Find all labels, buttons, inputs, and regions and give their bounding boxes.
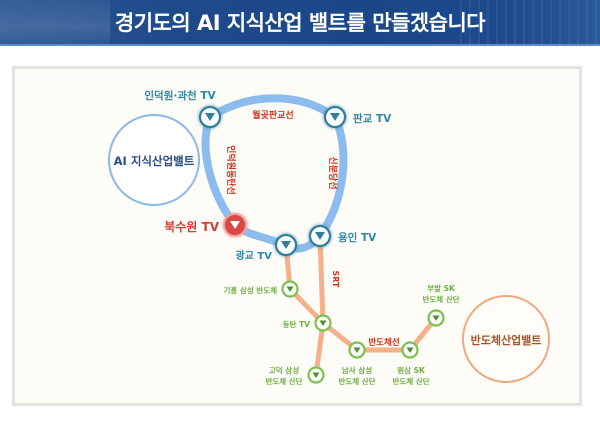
down-triangle-icon: [432, 315, 440, 321]
station-bubal[interactable]: [427, 309, 445, 327]
line-label-bandoche: 반도체선: [368, 337, 399, 348]
down-triangle-icon: [319, 320, 327, 326]
down-triangle-icon: [406, 347, 414, 353]
down-triangle-icon: [286, 286, 294, 292]
station-label-dongtan: 동탄 TV: [283, 319, 311, 329]
station-label-godeok-1: 고덕 삼성: [269, 365, 299, 375]
station-label-pangyo: 판교 TV: [353, 112, 392, 125]
station-label-giheung: 기흥 삼성 반도체: [223, 285, 277, 295]
station-label-namsa-1: 남사 삼성: [342, 365, 372, 375]
station-buksuwon[interactable]: [223, 213, 247, 237]
station-wonsam[interactable]: [401, 341, 419, 359]
line-srt: [317, 233, 326, 326]
station-label-namsa-2: 반도체 산단: [338, 376, 375, 386]
station-yongin[interactable]: [308, 224, 332, 248]
station-label-buksuwon: 북수원 TV: [164, 220, 219, 234]
header-divider: [0, 44, 600, 46]
page-title: 경기도의 AI 지식산업 밸트를 만들겠습니다: [114, 11, 486, 35]
down-triangle-icon: [353, 347, 361, 353]
station-label-wonsam-2: 반도체 산단: [392, 376, 429, 386]
line-label-sinbundang: 신분당선: [327, 156, 339, 189]
down-triangle-icon: [315, 232, 325, 240]
line-dongtan-godeok: [313, 320, 326, 378]
station-namsa[interactable]: [348, 341, 366, 359]
ai-belt-circle: [108, 114, 200, 206]
station-label-wonsam-1: 원삼 SK: [397, 365, 426, 375]
station-pangyo[interactable]: [323, 105, 347, 129]
station-label-bubal-1: 부발 SK: [427, 283, 456, 293]
station-gwanggyo[interactable]: [274, 233, 298, 257]
station-godeok[interactable]: [307, 366, 325, 384]
down-triangle-icon: [205, 113, 215, 121]
station-giheung[interactable]: [281, 280, 299, 298]
down-triangle-icon: [330, 113, 340, 121]
station-label-yongin: 용인 TV: [338, 231, 377, 244]
station-label-gwanggyo: 광교 TV: [236, 250, 273, 262]
semiconductor-belt-label: 반도체산업밸트: [471, 333, 542, 347]
line-label-wolgot-pangyo: 월곶판교선: [252, 109, 293, 121]
header-banner: 경기도의 AI 지식산업 밸트를 만들겠습니다: [0, 0, 600, 46]
semiconductor-belt-circle: [462, 295, 550, 383]
station-label-godeok-2: 반도체 산단: [265, 376, 302, 386]
line-label-indeogwon-dongtan: 인덕원동탄선: [225, 145, 237, 195]
down-triangle-icon: [230, 221, 240, 229]
station-label-indeogwon: 인덕원·과천 TV: [144, 89, 216, 102]
station-indeogwon[interactable]: [198, 105, 222, 129]
down-triangle-icon: [281, 241, 291, 249]
station-dongtan[interactable]: [314, 314, 332, 332]
ai-belt-label: AI 지식산업밸트: [114, 154, 195, 168]
line-label-srt: SRT: [331, 270, 340, 288]
line-bandoche: [320, 315, 439, 353]
down-triangle-icon: [312, 372, 320, 378]
station-label-bubal-2: 반도체 산단: [422, 294, 459, 304]
